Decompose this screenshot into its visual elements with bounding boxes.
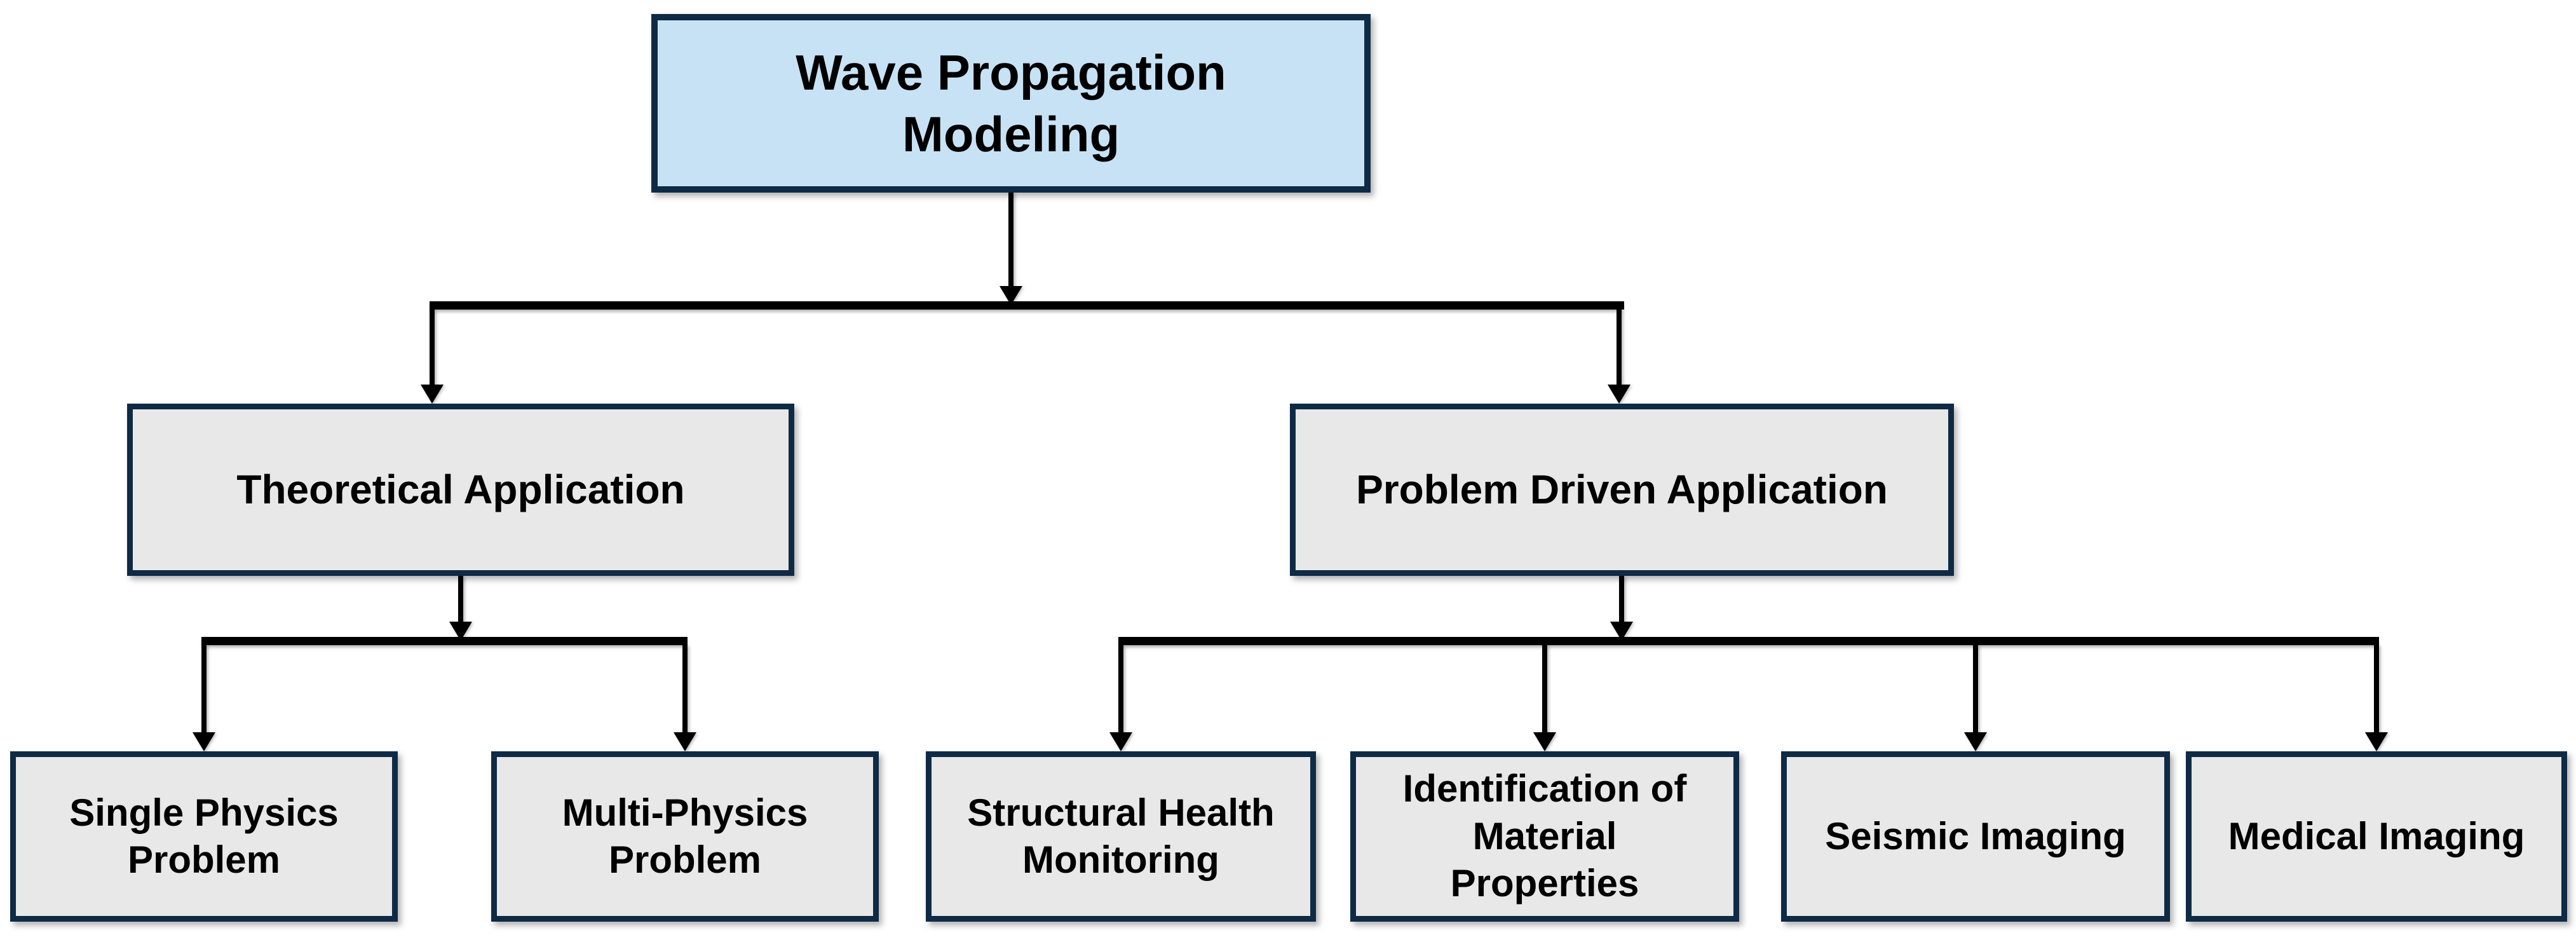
node-identification-of-material-properties: Identification of Material Properties [1350, 751, 1739, 922]
connector-drop-structural-arrowhead-icon [1109, 732, 1132, 751]
connector-root-stem-line [1008, 193, 1013, 286]
connector-drop-single-physics-arrowhead-icon [193, 732, 215, 751]
connector-drop-identification-arrowhead-icon [1533, 732, 1556, 751]
node-structural-health-monitoring: Structural Health Monitoring [926, 751, 1316, 922]
connector-drop-problem-arrowhead-icon [1608, 385, 1630, 404]
node-label: Seismic Imaging [1825, 814, 2126, 857]
connector-drop-seismic-arrowhead-icon [1964, 732, 1987, 751]
node-label: Structural Health Monitoring [967, 791, 1275, 881]
connector-drop-medical-arrowhead-icon [2365, 732, 2388, 751]
node-problem-driven-application: Problem Driven Application [1290, 404, 1954, 576]
node-label: Wave Propagation Modeling [796, 44, 1226, 162]
node-medical-imaging: Medical Imaging [2186, 751, 2567, 922]
node-single-physics-problem: Single Physics Problem [10, 751, 398, 922]
node-seismic-imaging: Seismic Imaging [1781, 751, 2170, 922]
connector-problem-bar [1118, 637, 2379, 645]
connector-drop-problem-line [1617, 310, 1622, 388]
connector-theoretical-stem-line [458, 576, 463, 625]
node-label: Multi-Physics Problem [562, 791, 808, 881]
node-label: Identification of Material Properties [1402, 767, 1687, 905]
connector-problem-stem-line [1619, 576, 1624, 625]
connector-level1-bar [430, 301, 1624, 310]
connector-drop-structural-line [1118, 645, 1123, 734]
connector-drop-identification-line [1542, 645, 1547, 734]
connector-theoretical-bar [201, 637, 688, 645]
node-label: Problem Driven Application [1356, 466, 1888, 512]
connector-drop-seismic-line [1973, 645, 1978, 734]
node-multi-physics-problem: Multi-Physics Problem [491, 751, 879, 922]
connector-drop-multi-physics-arrowhead-icon [674, 732, 696, 751]
connector-drop-multi-physics-line [682, 645, 688, 734]
connector-drop-single-physics-line [201, 645, 207, 734]
connector-drop-medical-line [2374, 645, 2379, 734]
connector-drop-theoretical-arrowhead-icon [421, 385, 444, 404]
connector-drop-theoretical-line [430, 310, 435, 388]
node-theoretical-application: Theoretical Application [127, 404, 794, 576]
node-label: Medical Imaging [2228, 814, 2525, 857]
node-label: Theoretical Application [236, 466, 685, 512]
node-label: Single Physics Problem [69, 791, 339, 881]
node-wave-propagation-modeling: Wave Propagation Modeling [651, 14, 1371, 193]
